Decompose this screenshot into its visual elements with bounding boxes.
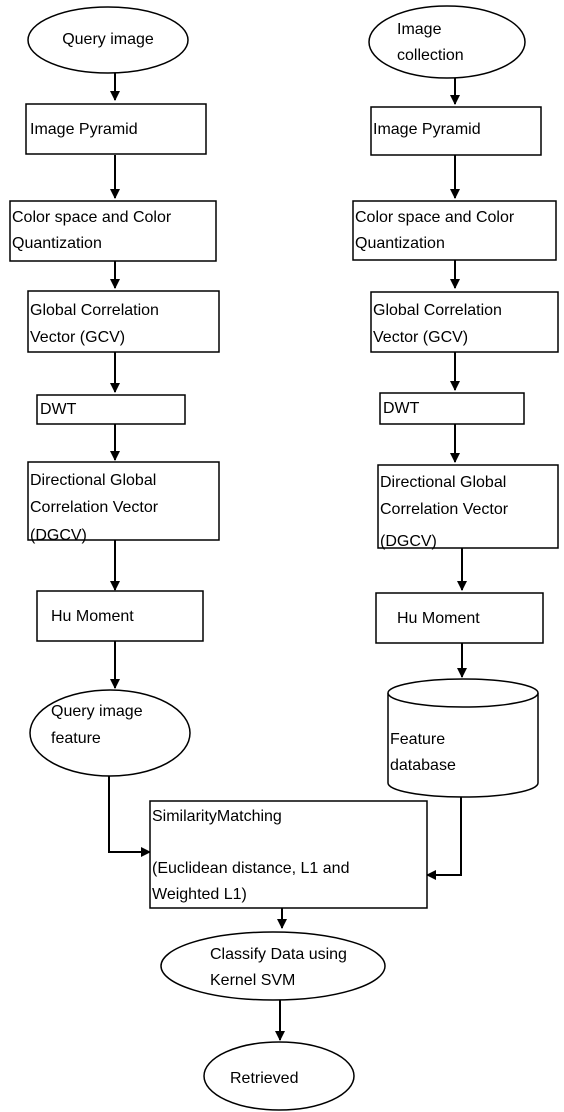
svg-text:Directional Global Corre: Directional Global Correlation Vector (D… — [30, 472, 163, 544]
node-label: Feature — [390, 731, 445, 748]
svg-text:Directional Global Corre: Directional Global Correlation Vector (D… — [380, 474, 513, 550]
node-similarity-matching: SimilarityMatching (Euclidean distance, … — [149, 800, 428, 909]
svg-text:Feature database: Feature database — [390, 731, 456, 774]
node-label: SimilarityMatching — [152, 808, 282, 825]
node-label: collection — [397, 47, 464, 64]
node-label: (DGCV) — [380, 533, 437, 550]
node-hu-moment-right: Hu Moment — [375, 592, 544, 644]
svg-text:Global Correlation Vecto: Global Correlation Vector (GCV) — [30, 302, 163, 346]
arrow-database-to-similarity — [426, 795, 462, 880]
connectors — [108, 73, 467, 1041]
svg-text:Image Pyramid: Image Pyramid — [30, 121, 138, 138]
svg-text:DWT: DWT — [40, 401, 77, 418]
svg-text:DWT: DWT — [383, 400, 420, 417]
node-label: Global Correlation — [373, 302, 502, 319]
node-label: Quantization — [355, 235, 445, 252]
node-label: database — [390, 757, 456, 774]
svg-text:Image Pyramid: Image Pyramid — [373, 121, 481, 138]
node-label: Correlation Vector — [380, 501, 509, 518]
node-dgcv-left: Directional Global Correlation Vector (D… — [27, 461, 220, 544]
node-label: Directional Global — [380, 474, 506, 491]
svg-text:Classify Data using Kern: Classify Data using Kernel SVM — [210, 946, 351, 989]
node-label: Directional Global — [30, 472, 156, 489]
node-label: Weighted L1) — [152, 886, 247, 903]
node-label: DWT — [40, 401, 77, 418]
svg-text:Query image feature: Query image feature — [51, 703, 147, 747]
node-feature-database: Feature database — [387, 678, 539, 798]
node-label: Image Pyramid — [30, 121, 138, 138]
node-label: Query image — [51, 703, 143, 720]
node-retrieved: Retrieved — [203, 1041, 355, 1111]
svg-text:Hu Moment: Hu Moment — [51, 608, 134, 625]
node-image-pyramid-left: Image Pyramid — [25, 103, 207, 155]
node-label: Hu Moment — [51, 608, 134, 625]
node-label: Vector (GCV) — [30, 329, 125, 346]
node-label: Correlation Vector — [30, 499, 159, 516]
node-label: Color space and Color — [12, 209, 172, 226]
svg-text:Color space and Color Qu: Color space and Color Quantization — [12, 209, 176, 252]
node-dgcv-right: Directional Global Correlation Vector (D… — [377, 464, 559, 550]
node-label: Image Pyramid — [373, 121, 481, 138]
node-color-quantization-right: Color space and Color Quantization — [352, 200, 557, 261]
node-classify-svm: Classify Data using Kernel SVM — [160, 931, 386, 1001]
node-gcv-right: Global Correlation Vector (GCV) — [370, 291, 559, 353]
node-dwt-left: DWT — [36, 394, 186, 425]
node-label: Kernel SVM — [210, 972, 295, 989]
svg-text:Image collection: Image collection — [397, 21, 464, 64]
node-label: Query image — [62, 31, 154, 48]
svg-text:Global Correlation Vecto: Global Correlation Vector (GCV) — [373, 302, 506, 346]
node-query-image-feature: Query image feature — [29, 689, 191, 777]
node-color-quantization-left: Color space and Color Quantization — [9, 200, 217, 262]
node-label: feature — [51, 730, 101, 747]
svg-text:SimilarityMatching: SimilarityMatching (Euclidean distance, … — [152, 808, 354, 903]
node-label: Retrieved — [230, 1070, 298, 1087]
node-label: (Euclidean distance, L1 and — [152, 860, 349, 877]
node-label: Classify Data using — [210, 946, 347, 963]
node-hu-moment-left: Hu Moment — [36, 590, 204, 642]
node-label: DWT — [383, 400, 420, 417]
node-label: Global Correlation — [30, 302, 159, 319]
node-label: Vector (GCV) — [373, 329, 468, 346]
svg-text:Query image: Query image — [62, 31, 154, 48]
arrow-feature-to-similarity — [108, 775, 151, 857]
node-query-image: Query image — [27, 6, 189, 74]
svg-text:Retrieved: Retrieved — [230, 1070, 298, 1087]
node-gcv-left: Global Correlation Vector (GCV) — [27, 290, 220, 353]
node-label: (DGCV) — [30, 527, 87, 544]
node-label: Color space and Color — [355, 209, 515, 226]
node-label: Hu Moment — [397, 610, 480, 627]
node-image-collection: Image collection — [368, 5, 526, 79]
node-dwt-right: DWT — [379, 392, 525, 425]
node-image-pyramid-right: Image Pyramid — [370, 106, 542, 156]
node-label: Image — [397, 21, 442, 38]
node-label: Quantization — [12, 235, 102, 252]
svg-text:Color space and Color Qu: Color space and Color Quantization — [355, 209, 519, 252]
svg-text:Hu Moment: Hu Moment — [397, 610, 480, 627]
